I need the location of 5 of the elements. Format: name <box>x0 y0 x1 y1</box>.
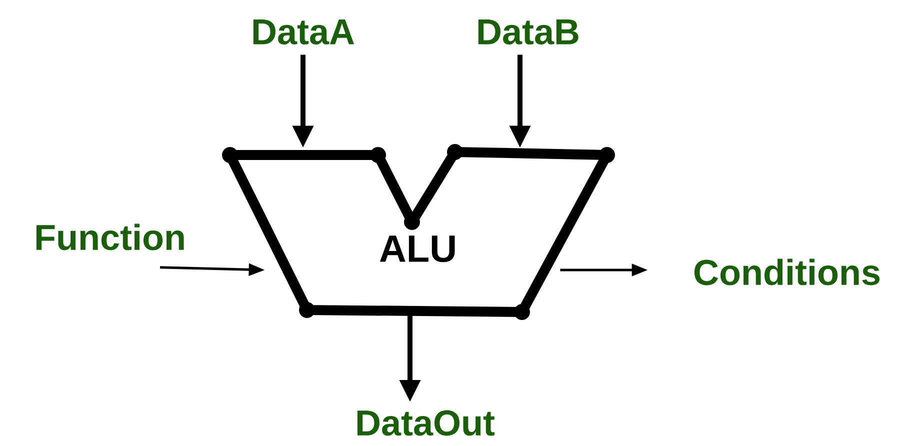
signal-label: Conditions <box>694 258 880 286</box>
signal-label: Function <box>36 224 184 250</box>
signal-label: DataOut <box>357 410 495 436</box>
signal-label: DataB <box>478 19 578 45</box>
signal-label: DataA <box>253 19 354 45</box>
